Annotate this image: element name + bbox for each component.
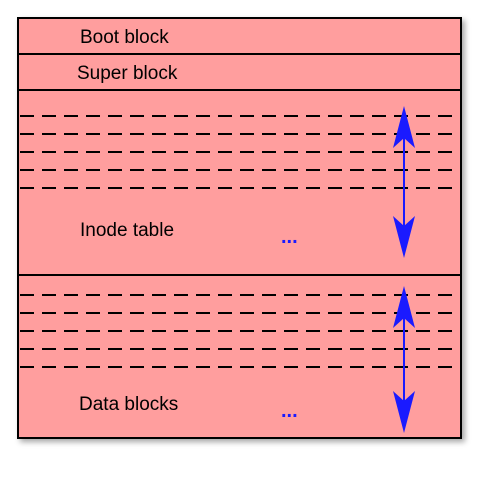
- super-block-label: Super block: [77, 63, 178, 84]
- data-blocks-ellipsis: ...: [281, 400, 298, 422]
- data-blocks-double-arrow-icon: [393, 286, 415, 433]
- inode-table-double-arrow-icon: [393, 106, 415, 258]
- data-blocks-label: Data blocks: [79, 394, 178, 415]
- inode-table-ellipsis: ...: [281, 226, 298, 248]
- inode-table-label: Inode table: [80, 220, 174, 241]
- inode-table-dashed-lines: [20, 115, 460, 189]
- boot-block-label: Boot block: [80, 27, 169, 48]
- data-blocks-dashed-lines: [20, 294, 460, 368]
